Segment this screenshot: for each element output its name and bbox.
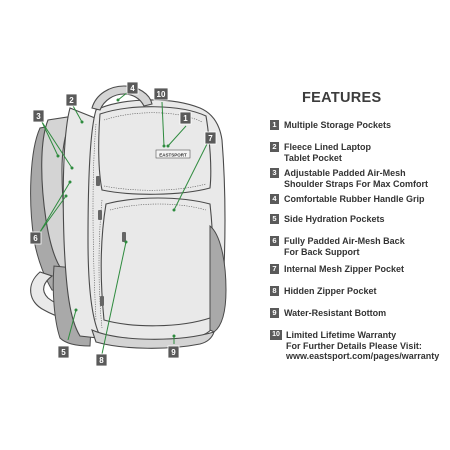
feature-line: Water-Resistant Bottom (284, 308, 387, 318)
leader-lines (39, 91, 209, 355)
callout-9-text: 9 (171, 348, 176, 357)
callout-9: 9 (167, 345, 180, 359)
feature-line: www.eastsport.com/pages/warranty (286, 351, 440, 361)
callout-3: 3 (32, 109, 45, 123)
front-pocket (100, 197, 214, 327)
feature-line: Adjustable Padded Air-Mesh (284, 168, 406, 178)
callout-10: 10 (153, 87, 169, 101)
feature-line: Fleece Lined Laptop (284, 142, 372, 152)
callout-6: 6 (29, 231, 42, 245)
brand-tag (155, 149, 191, 159)
callout-5: 5 (57, 345, 70, 359)
feature-line: For Further Details Please Visit: (286, 340, 422, 351)
feature-number-badge: 6 (270, 236, 279, 246)
features-title: FEATURES (302, 90, 382, 106)
callout-4: 4 (126, 81, 139, 95)
callout-1: 1 (179, 111, 192, 125)
callout-1-text: 1 (183, 114, 188, 123)
backpack-diagram: EASTSPORT (29, 81, 227, 367)
feature-text: Water-Resistant Bottom (284, 308, 450, 319)
callout-8-text: 8 (99, 356, 104, 365)
feature-text: Side Hydration Pockets (284, 214, 450, 225)
callout-3-text: 3 (36, 112, 41, 121)
feature-number-badge: 10 (270, 330, 282, 340)
feature-line: Comfortable Rubber Handle Grip (284, 194, 425, 204)
feature-line: Side Hydration Pockets (284, 214, 385, 224)
feature-number-badge: 7 (270, 264, 279, 274)
feature-line: For Back Support (284, 246, 360, 257)
feature-number-badge: 5 (270, 214, 279, 224)
callout-7-text: 7 (208, 134, 213, 143)
feature-number-badge: 2 (270, 142, 279, 152)
feature-line: Hidden Zipper Pocket (284, 286, 377, 296)
top-pocket (98, 106, 212, 195)
feature-line: Shoulder Straps For Max Comfort (284, 178, 429, 189)
feature-line: Limited Lifetime Warranty (286, 330, 397, 340)
feature-number-badge: 4 (270, 194, 279, 204)
callout-10-text: 10 (157, 90, 166, 99)
feature-number-badge: 3 (270, 168, 279, 178)
callout-7: 7 (204, 131, 217, 145)
feature-number-badge: 9 (270, 308, 279, 318)
feature-number-badge: 8 (270, 286, 279, 296)
brand-tag-text: EASTSPORT (159, 153, 187, 158)
callout-8: 8 (95, 353, 108, 367)
feature-line: Fully Padded Air-Mesh Back (284, 236, 405, 246)
callout-6-text: 6 (33, 234, 38, 243)
water-resistant-bottom (91, 329, 215, 349)
callout-2-text: 2 (69, 96, 74, 105)
callout-5-text: 5 (61, 348, 66, 357)
feature-text: Hidden Zipper Pocket (284, 286, 450, 297)
feature-line: Multiple Storage Pockets (284, 120, 392, 130)
callout-2: 2 (65, 93, 78, 107)
feature-line: Tablet Pocket (284, 152, 342, 163)
callout-4-text: 4 (130, 84, 135, 93)
feature-number-badge: 1 (270, 120, 279, 130)
feature-text: Comfortable Rubber Handle Grip (284, 194, 450, 205)
feature-text: Internal Mesh Zipper Pocket (284, 264, 450, 275)
side-pocket-right (209, 224, 227, 333)
feature-line: Internal Mesh Zipper Pocket (284, 264, 405, 274)
feature-text: Multiple Storage Pockets (284, 120, 450, 131)
